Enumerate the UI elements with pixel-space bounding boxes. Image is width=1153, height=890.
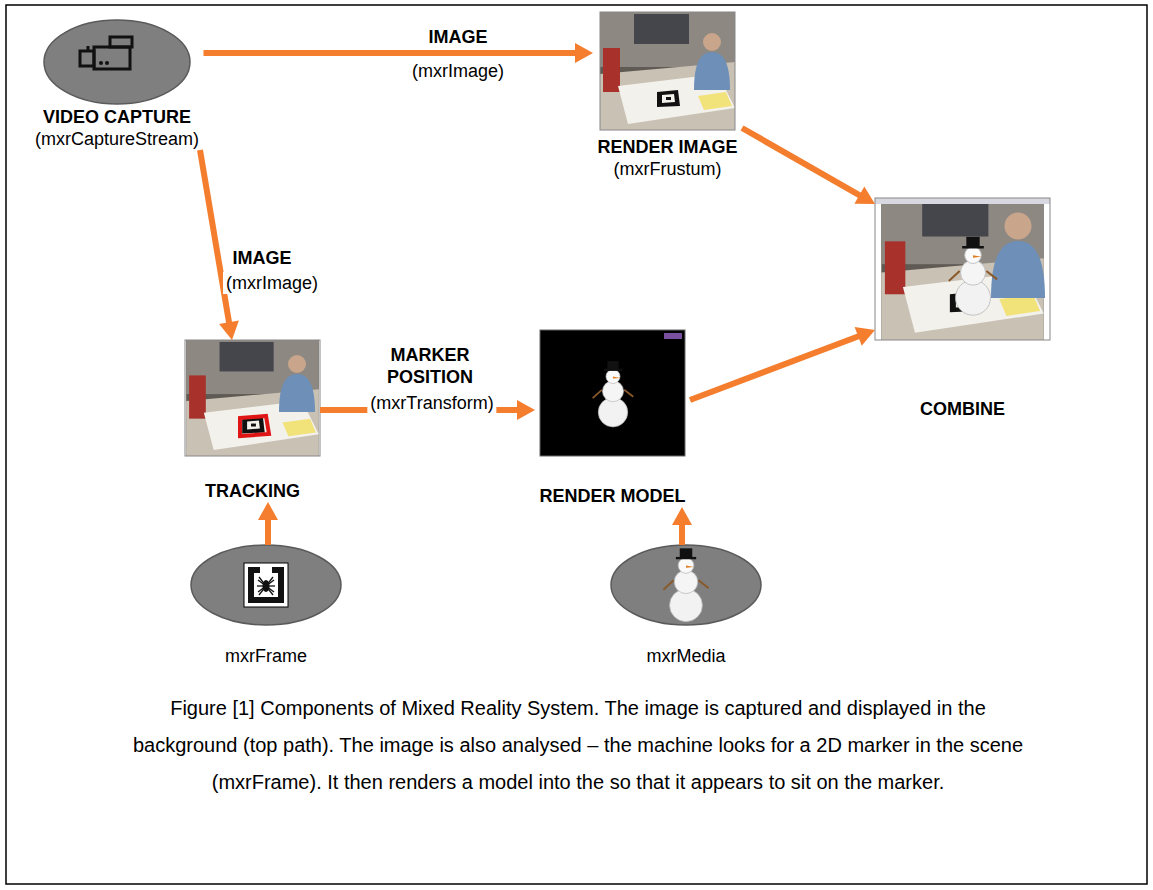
arrow-shaft (265, 516, 271, 545)
combine-picture (875, 198, 1050, 340)
flow-arrow (258, 502, 278, 545)
arrow-head (854, 186, 875, 204)
figure-caption: Figure [1] Components of Mixed Reality S… (128, 690, 1028, 801)
tracking-node: TRACKING (185, 340, 320, 502)
arrow-head (219, 321, 239, 340)
node-subtitle: (mxrFrustum) (614, 158, 722, 180)
tracking-picture (185, 340, 320, 456)
flow-arrow (200, 150, 239, 340)
camera-icon (80, 37, 132, 69)
render-model-node: RENDER MODEL (535, 330, 690, 507)
video-capture-node: VIDEO CAPTURE(mxrCaptureStream) (31, 20, 204, 150)
flow-arrow (204, 43, 594, 63)
arrow-shaft (742, 128, 863, 197)
node-heading: RENDER MODEL (539, 485, 685, 507)
render-image-picture (600, 12, 735, 130)
node-heading: TRACKING (205, 480, 300, 502)
video-capture-ellipse (44, 20, 190, 104)
flow-arrow (672, 507, 692, 545)
arrow-shaft (204, 50, 580, 56)
type-label: (mxrImage) (223, 272, 321, 294)
node-heading: VIDEO CAPTURE (43, 106, 191, 128)
type-label: (mxrTransform) (367, 392, 496, 414)
edge-label: IMAGE (229, 247, 294, 269)
arrow-head (517, 400, 535, 420)
node-heading: COMBINE (920, 398, 1005, 420)
arrow-head (575, 43, 593, 63)
spider-icon (257, 577, 275, 595)
edge-label: IMAGE (425, 26, 490, 48)
flow-arrow (690, 327, 875, 400)
render-image-node: RENDER IMAGE(mxrFrustum) (593, 12, 742, 180)
arrow-shaft (200, 150, 230, 326)
mxrmedia-node: mxrMedia (611, 545, 761, 667)
mxrframe-node: mxrFrame (191, 545, 341, 667)
node-subtitle: (mxrCaptureStream) (35, 128, 199, 150)
type-label: (mxrImage) (409, 60, 507, 82)
arrow-shaft (690, 335, 862, 400)
flow-arrow (742, 128, 875, 204)
node-heading: mxrFrame (225, 645, 307, 667)
mxrmedia-ellipse (611, 545, 761, 625)
arrow-head (855, 327, 875, 346)
arrow-head (258, 502, 278, 520)
node-heading: mxrMedia (646, 645, 725, 667)
render-model-picture (540, 330, 685, 456)
edge-label: MARKER POSITION (377, 344, 483, 388)
combine-node: COMBINE (875, 198, 1050, 420)
mxrframe-ellipse (191, 545, 341, 625)
figure-frame (6, 5, 1147, 884)
arrow-head (672, 507, 692, 525)
node-heading: RENDER IMAGE (597, 136, 737, 158)
